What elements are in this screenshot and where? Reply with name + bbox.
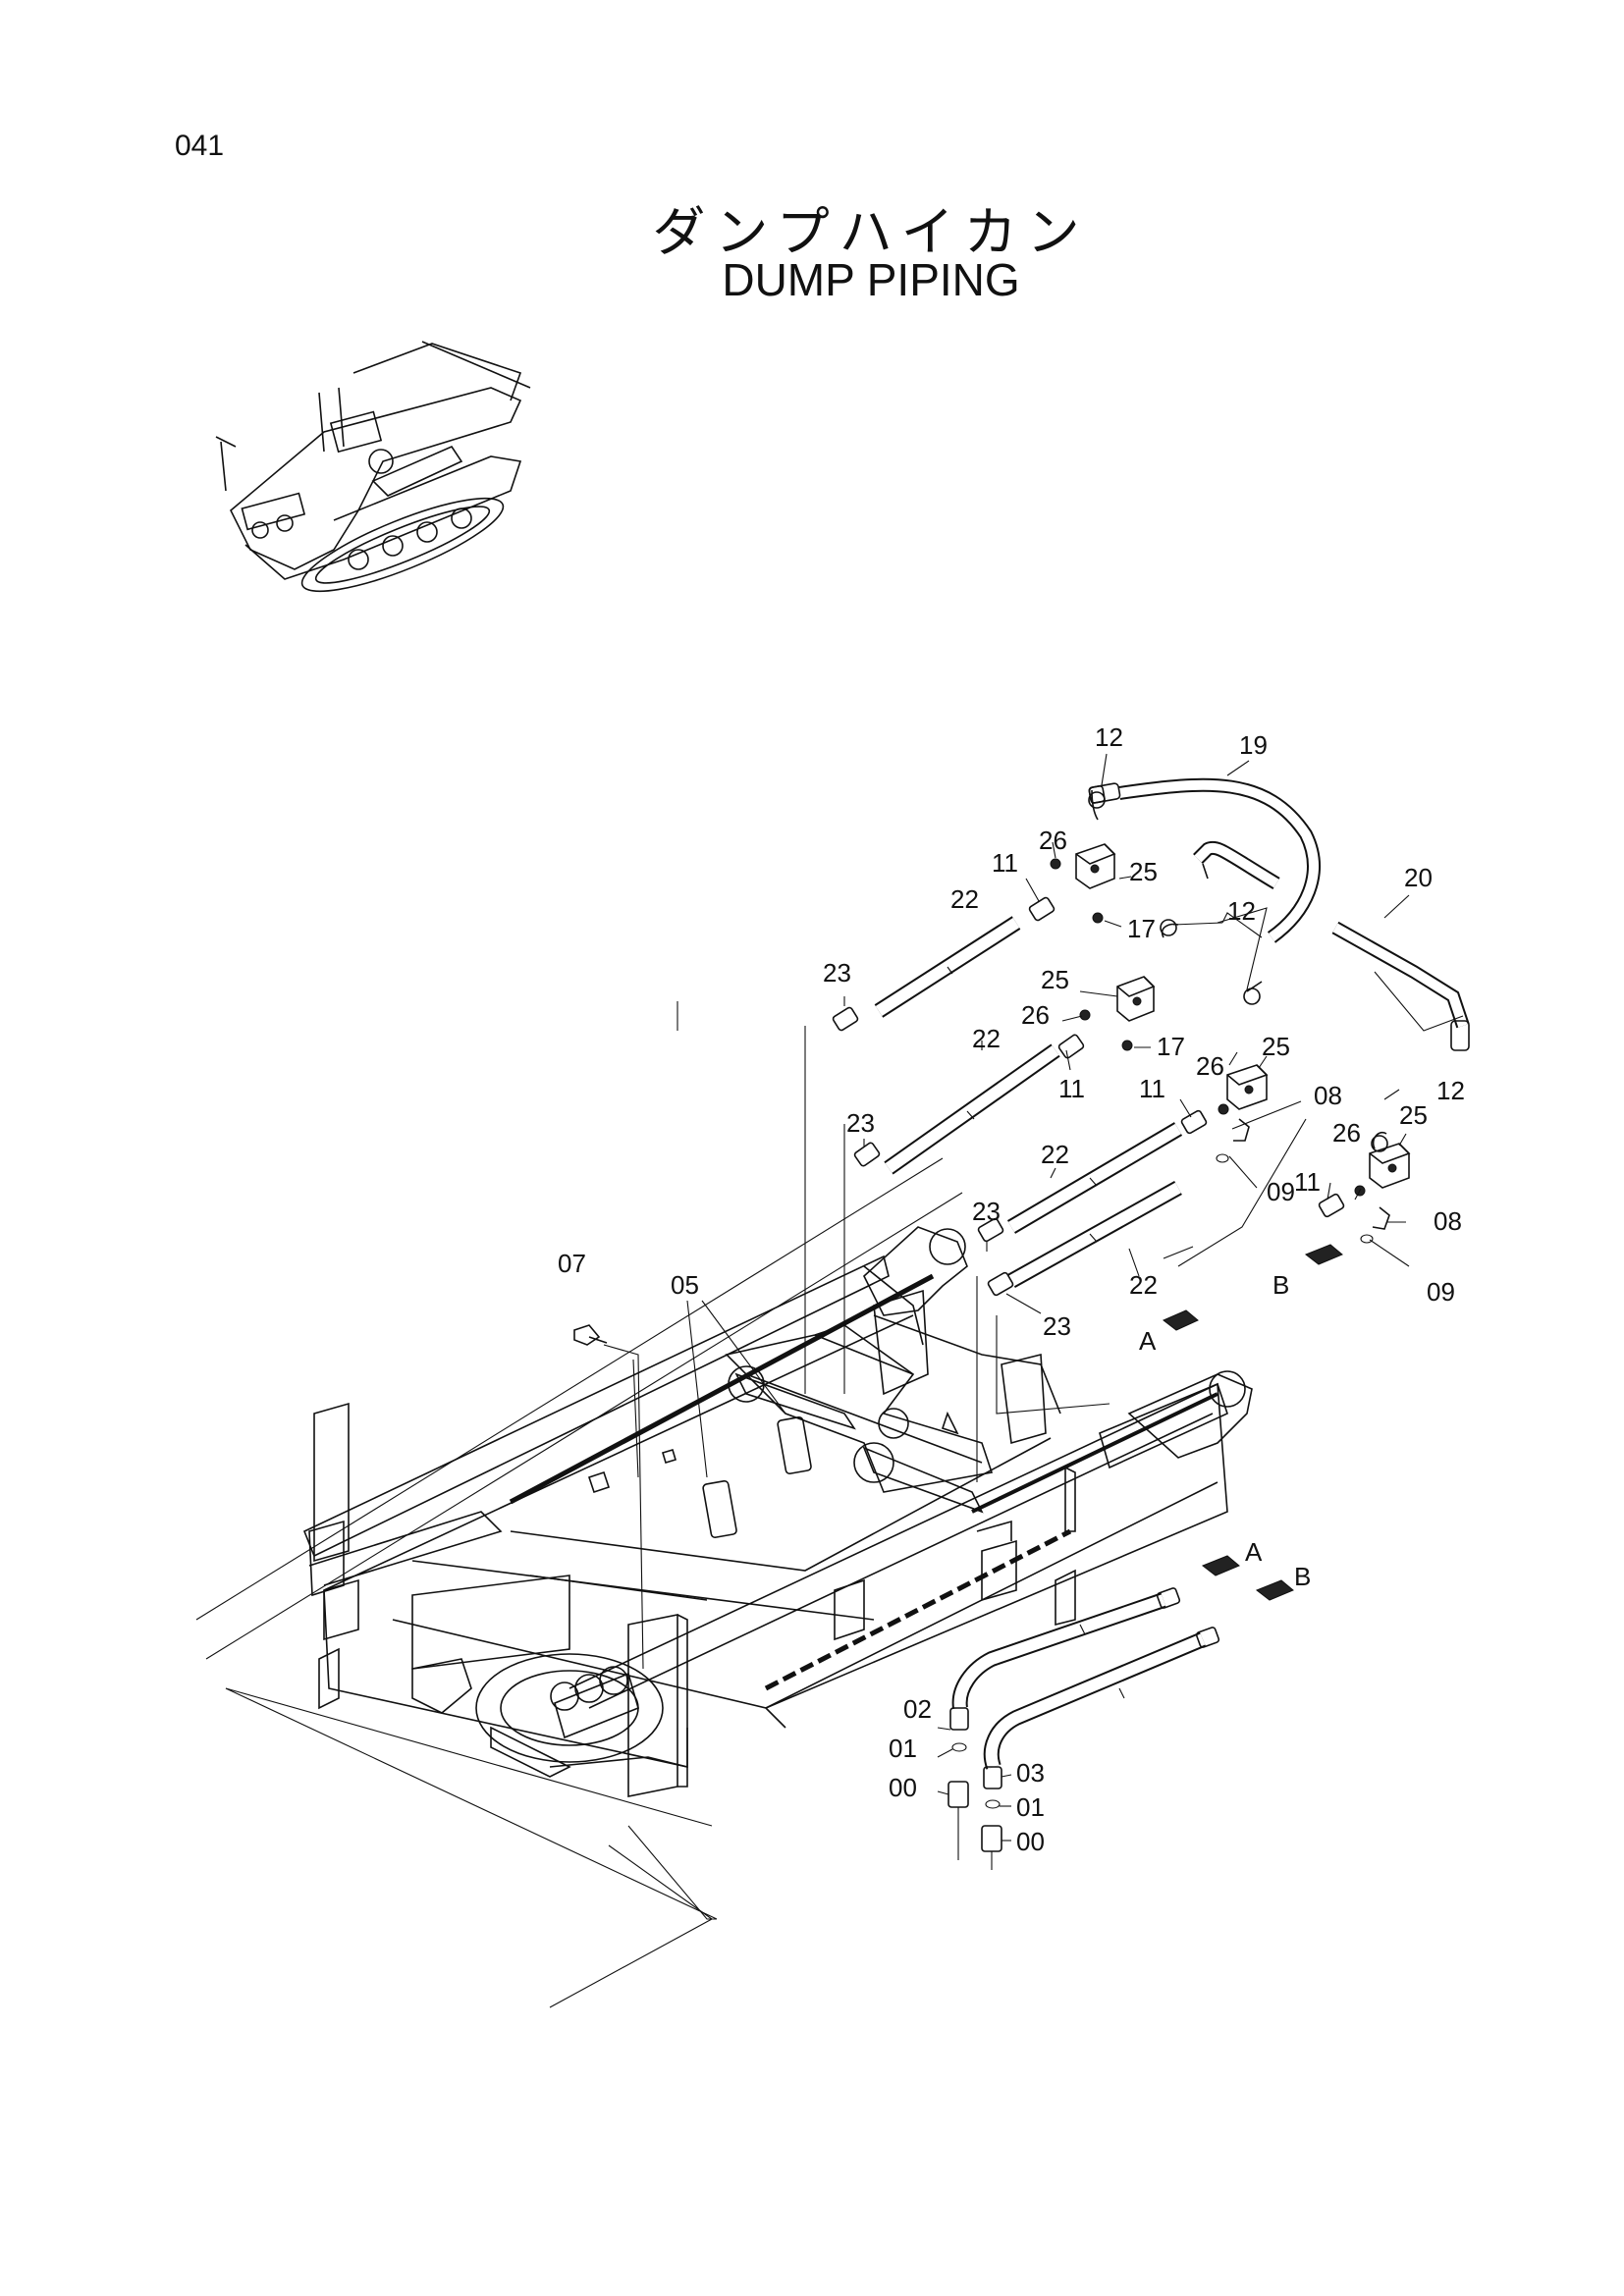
- callout-25: 25: [1129, 857, 1158, 886]
- callout-05: 05: [671, 1270, 699, 1300]
- view-arrows: [1163, 1244, 1343, 1601]
- callout-25: 25: [1262, 1032, 1290, 1061]
- vehicle-frame: [195, 1001, 1253, 2008]
- view-marker-b: B: [1294, 1562, 1311, 1591]
- callout-11: 11: [1058, 1074, 1085, 1103]
- view-marker-b: B: [1272, 1270, 1289, 1300]
- callout-20: 20: [1404, 863, 1433, 892]
- callout-23: 23: [823, 958, 851, 988]
- callout-26: 26: [1039, 826, 1067, 855]
- callout-11: 11: [1139, 1074, 1165, 1103]
- vehicle-thumbnail: [215, 341, 531, 593]
- piping-parts: [573, 777, 1470, 1870]
- callout-26: 26: [1021, 1000, 1050, 1030]
- callout-23: 23: [1043, 1311, 1071, 1341]
- callout-17: 17: [1157, 1032, 1185, 1061]
- callout-19: 19: [1239, 730, 1268, 760]
- callout-22: 22: [972, 1024, 1001, 1053]
- callout-12: 12: [1436, 1076, 1465, 1105]
- callout-23: 23: [846, 1108, 875, 1138]
- callout-12: 12: [1227, 896, 1256, 926]
- callout-09: 09: [1267, 1177, 1295, 1206]
- callout-03: 03: [1016, 1758, 1045, 1788]
- view-marker-a: A: [1139, 1326, 1157, 1356]
- callout-labels: 12 19 26 11 25 20 22 17 12 23 25 26 22 1…: [558, 722, 1465, 1856]
- page-title: DUMP PIPING: [722, 254, 1020, 305]
- callout-22: 22: [1129, 1270, 1158, 1300]
- view-marker-a: A: [1245, 1537, 1263, 1567]
- callout-12: 12: [1095, 722, 1123, 752]
- callout-08: 08: [1434, 1206, 1462, 1236]
- callout-00: 00: [889, 1773, 917, 1802]
- callout-22: 22: [950, 884, 979, 914]
- callout-00: 00: [1016, 1827, 1045, 1856]
- callout-07: 07: [558, 1249, 586, 1278]
- callout-02: 02: [903, 1694, 932, 1724]
- page-number: 041: [175, 130, 225, 162]
- callout-11: 11: [1294, 1167, 1321, 1197]
- callout-08: 08: [1314, 1081, 1342, 1110]
- callout-09: 09: [1427, 1277, 1455, 1307]
- callout-01: 01: [889, 1734, 917, 1763]
- callout-23: 23: [972, 1197, 1001, 1226]
- page-title-japanese: ダンプハイカン: [652, 201, 1090, 263]
- callout-26: 26: [1196, 1051, 1224, 1081]
- callout-11: 11: [992, 848, 1018, 878]
- callout-22: 22: [1041, 1140, 1069, 1169]
- callout-17: 17: [1127, 914, 1156, 943]
- callout-25: 25: [1041, 965, 1069, 994]
- callout-01: 01: [1016, 1792, 1045, 1822]
- callout-26: 26: [1332, 1118, 1361, 1148]
- leader-lines: [686, 753, 1410, 1842]
- callout-25: 25: [1399, 1100, 1428, 1130]
